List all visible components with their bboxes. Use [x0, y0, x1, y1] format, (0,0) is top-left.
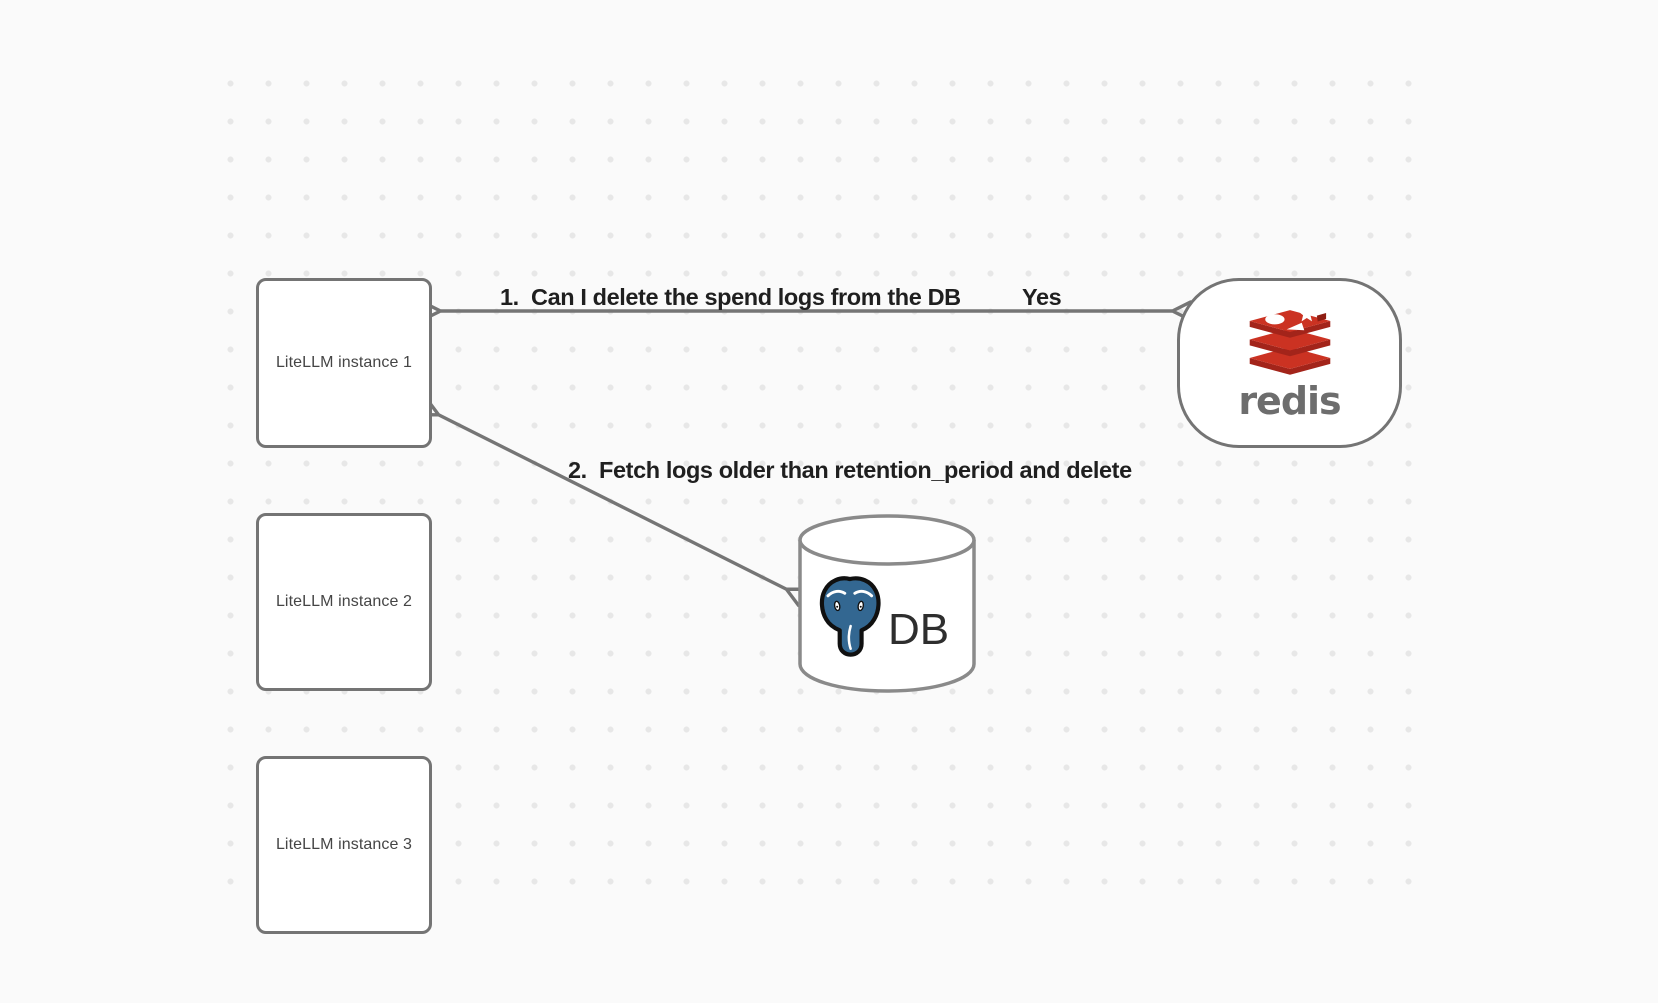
step2-label: 2. Fetch logs older than retention_perio…: [568, 457, 1132, 483]
redis-wordmark: redis: [1238, 379, 1341, 423]
redis-logo-icon: [1249, 305, 1330, 375]
step1-answer-label: Yes: [1022, 284, 1062, 310]
step1-label: 1. Can I delete the spend logs from the …: [500, 284, 961, 310]
node-litellm-instance-2-label: LiteLLM instance 2: [275, 593, 413, 610]
node-db: DB: [796, 512, 978, 698]
node-litellm-instance-2: LiteLLM instance 2: [256, 513, 432, 691]
postgres-elephant-icon: [819, 576, 881, 657]
db-label: DB: [888, 605, 949, 654]
node-litellm-instance-1: LiteLLM instance 1: [256, 278, 432, 448]
node-litellm-instance-1-label: LiteLLM instance 1: [275, 354, 413, 371]
node-litellm-instance-3-label: LiteLLM instance 3: [275, 836, 413, 853]
db-cylinder: DB: [798, 514, 976, 693]
node-redis: redis: [1177, 278, 1402, 448]
node-litellm-instance-3: LiteLLM instance 3: [256, 756, 432, 934]
